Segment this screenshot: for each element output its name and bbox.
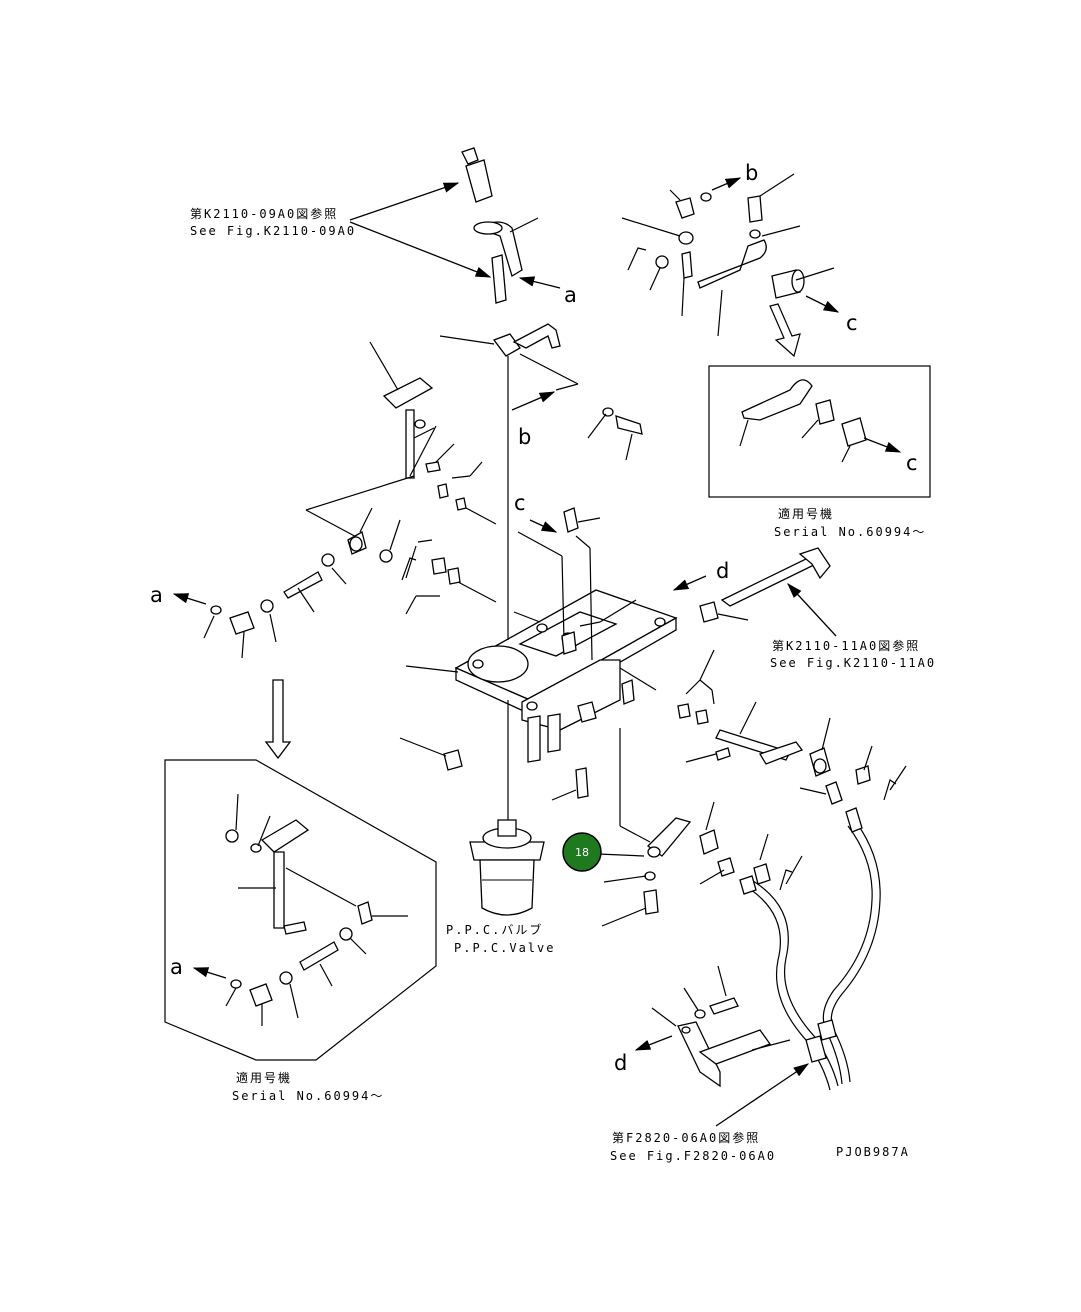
letter-c-mid: c: [514, 491, 526, 515]
pedal-upper: [305, 341, 497, 541]
lever-bracket: b: [439, 323, 643, 461]
drawing-code: PJOB987A: [836, 1145, 910, 1159]
inset-box-left: a 適用号機 Serial No.60994～: [164, 679, 437, 1103]
ref-k2110-09a0-en: See Fig.K2110-09A0: [190, 224, 356, 238]
letter-b-mid: b: [518, 425, 531, 449]
top-right-parts: b c: [621, 161, 858, 358]
serial-right-en: Serial No.60994～: [774, 525, 926, 539]
lower-link-and-hoses: [597, 801, 881, 1091]
serial-right-jp: 適用号機: [778, 506, 834, 521]
ref-f2820-06a0-jp: 第F2820-06A0図参照: [612, 1130, 760, 1145]
callout-number[interactable]: 18: [575, 846, 589, 859]
part-callout-18[interactable]: 18: [562, 832, 602, 872]
ref-k2110-09a0-jp: 第K2110-09A0図参照: [190, 206, 338, 221]
ppc-valve-en: P.P.C.Valve: [454, 941, 555, 955]
serial-left-jp: 適用号機: [236, 1070, 292, 1085]
ref-k2110-11a0-jp: 第K2110-11A0図参照: [772, 638, 920, 653]
callout-circle[interactable]: [562, 832, 602, 872]
ref-k2110-09a0: 第K2110-09A0図参照 See Fig.K2110-09A0: [190, 182, 492, 278]
top-rod-assembly: a: [461, 147, 577, 307]
letter-a-left: a: [150, 583, 163, 607]
letter-c-box: c: [906, 451, 918, 475]
letter-d-mid: d: [716, 559, 729, 583]
left-linkage: a: [150, 507, 497, 659]
letter-d-bottom: d: [614, 1051, 627, 1075]
ref-f2820-06a0-en: See Fig.F2820-06A0: [610, 1149, 776, 1163]
ppc-valve: P.P.C.バルブ P.P.C.Valve: [446, 819, 555, 955]
inset-box-right: c 適用号機 Serial No.60994～: [708, 365, 931, 539]
letter-a-top: a: [564, 283, 577, 307]
letter-a-box: a: [170, 955, 183, 979]
ppc-valve-jp: P.P.C.バルブ: [446, 922, 543, 937]
plate-top-parts: c: [514, 491, 601, 655]
plate-lower-parts: [399, 728, 651, 843]
serial-left-en: Serial No.60994～: [232, 1089, 384, 1103]
letter-b-top: b: [745, 161, 758, 185]
letter-c-top: c: [846, 311, 858, 335]
right-shaft-parts: 第K2110-11A0図参照 See Fig.K2110-11A0: [619, 547, 936, 805]
bottom-bracket: d 第F2820-06A0図参照 See Fig.F2820-06A0 PJOB…: [610, 965, 910, 1163]
ref-k2110-11a0-en: See Fig.K2110-11A0: [770, 656, 936, 670]
